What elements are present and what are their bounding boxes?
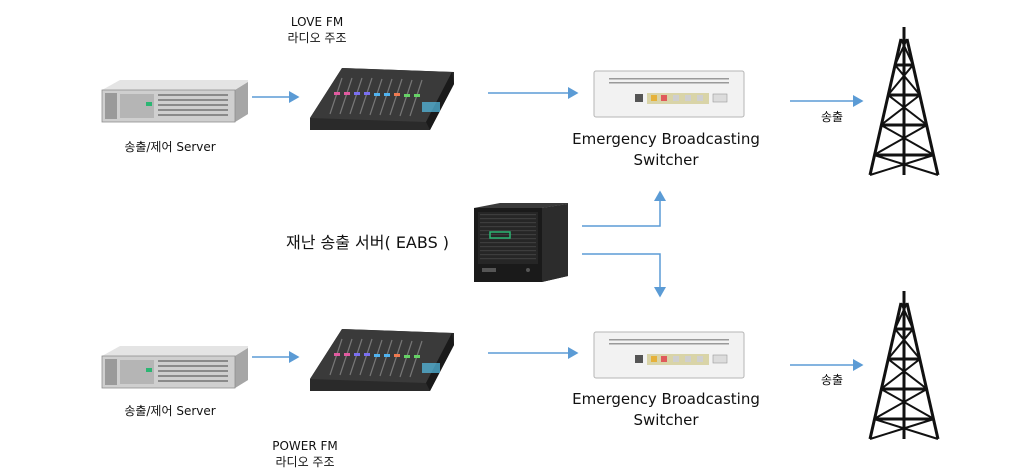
switcher-label-line1-top: Emergency Broadcasting [572, 130, 760, 148]
arrow-eabs-to-switcher-top [582, 190, 666, 227]
eabs-label: 재난 송출 서버( EABS ) [286, 233, 450, 252]
console-label-line1-top: LOVE FM [290, 15, 344, 29]
broadcast-tower-icon [868, 27, 940, 176]
output-label-bottom: 송출 [820, 373, 844, 387]
console-label-line1-bottom: POWER FM [272, 439, 338, 453]
server-label-bottom: 송출/제어 Server [124, 404, 216, 418]
arrow-eabs-to-switcher-bottom [582, 253, 666, 298]
emergency-switcher-device-icon [593, 70, 745, 118]
switcher-label-line2-top: Switcher [633, 151, 699, 169]
console-label-line2-top: 라디오 주조 [287, 31, 347, 45]
mixing-console-icon [310, 68, 454, 130]
rack-server-icon [101, 346, 248, 389]
broadcast-tower-icon [868, 291, 940, 440]
switcher-label-line1-bottom: Emergency Broadcasting [572, 390, 760, 408]
console-label-line2-bottom: 라디오 주조 [275, 455, 335, 469]
mixing-console-icon [310, 329, 454, 391]
output-label-top: 송출 [820, 110, 844, 124]
emergency-switcher-device-icon [593, 331, 745, 379]
switcher-label-line2-bottom: Switcher [633, 411, 699, 429]
rack-server-icon [101, 80, 248, 123]
eabs-server-icon [474, 203, 568, 282]
server-label-top: 송출/제어 Server [124, 140, 216, 154]
